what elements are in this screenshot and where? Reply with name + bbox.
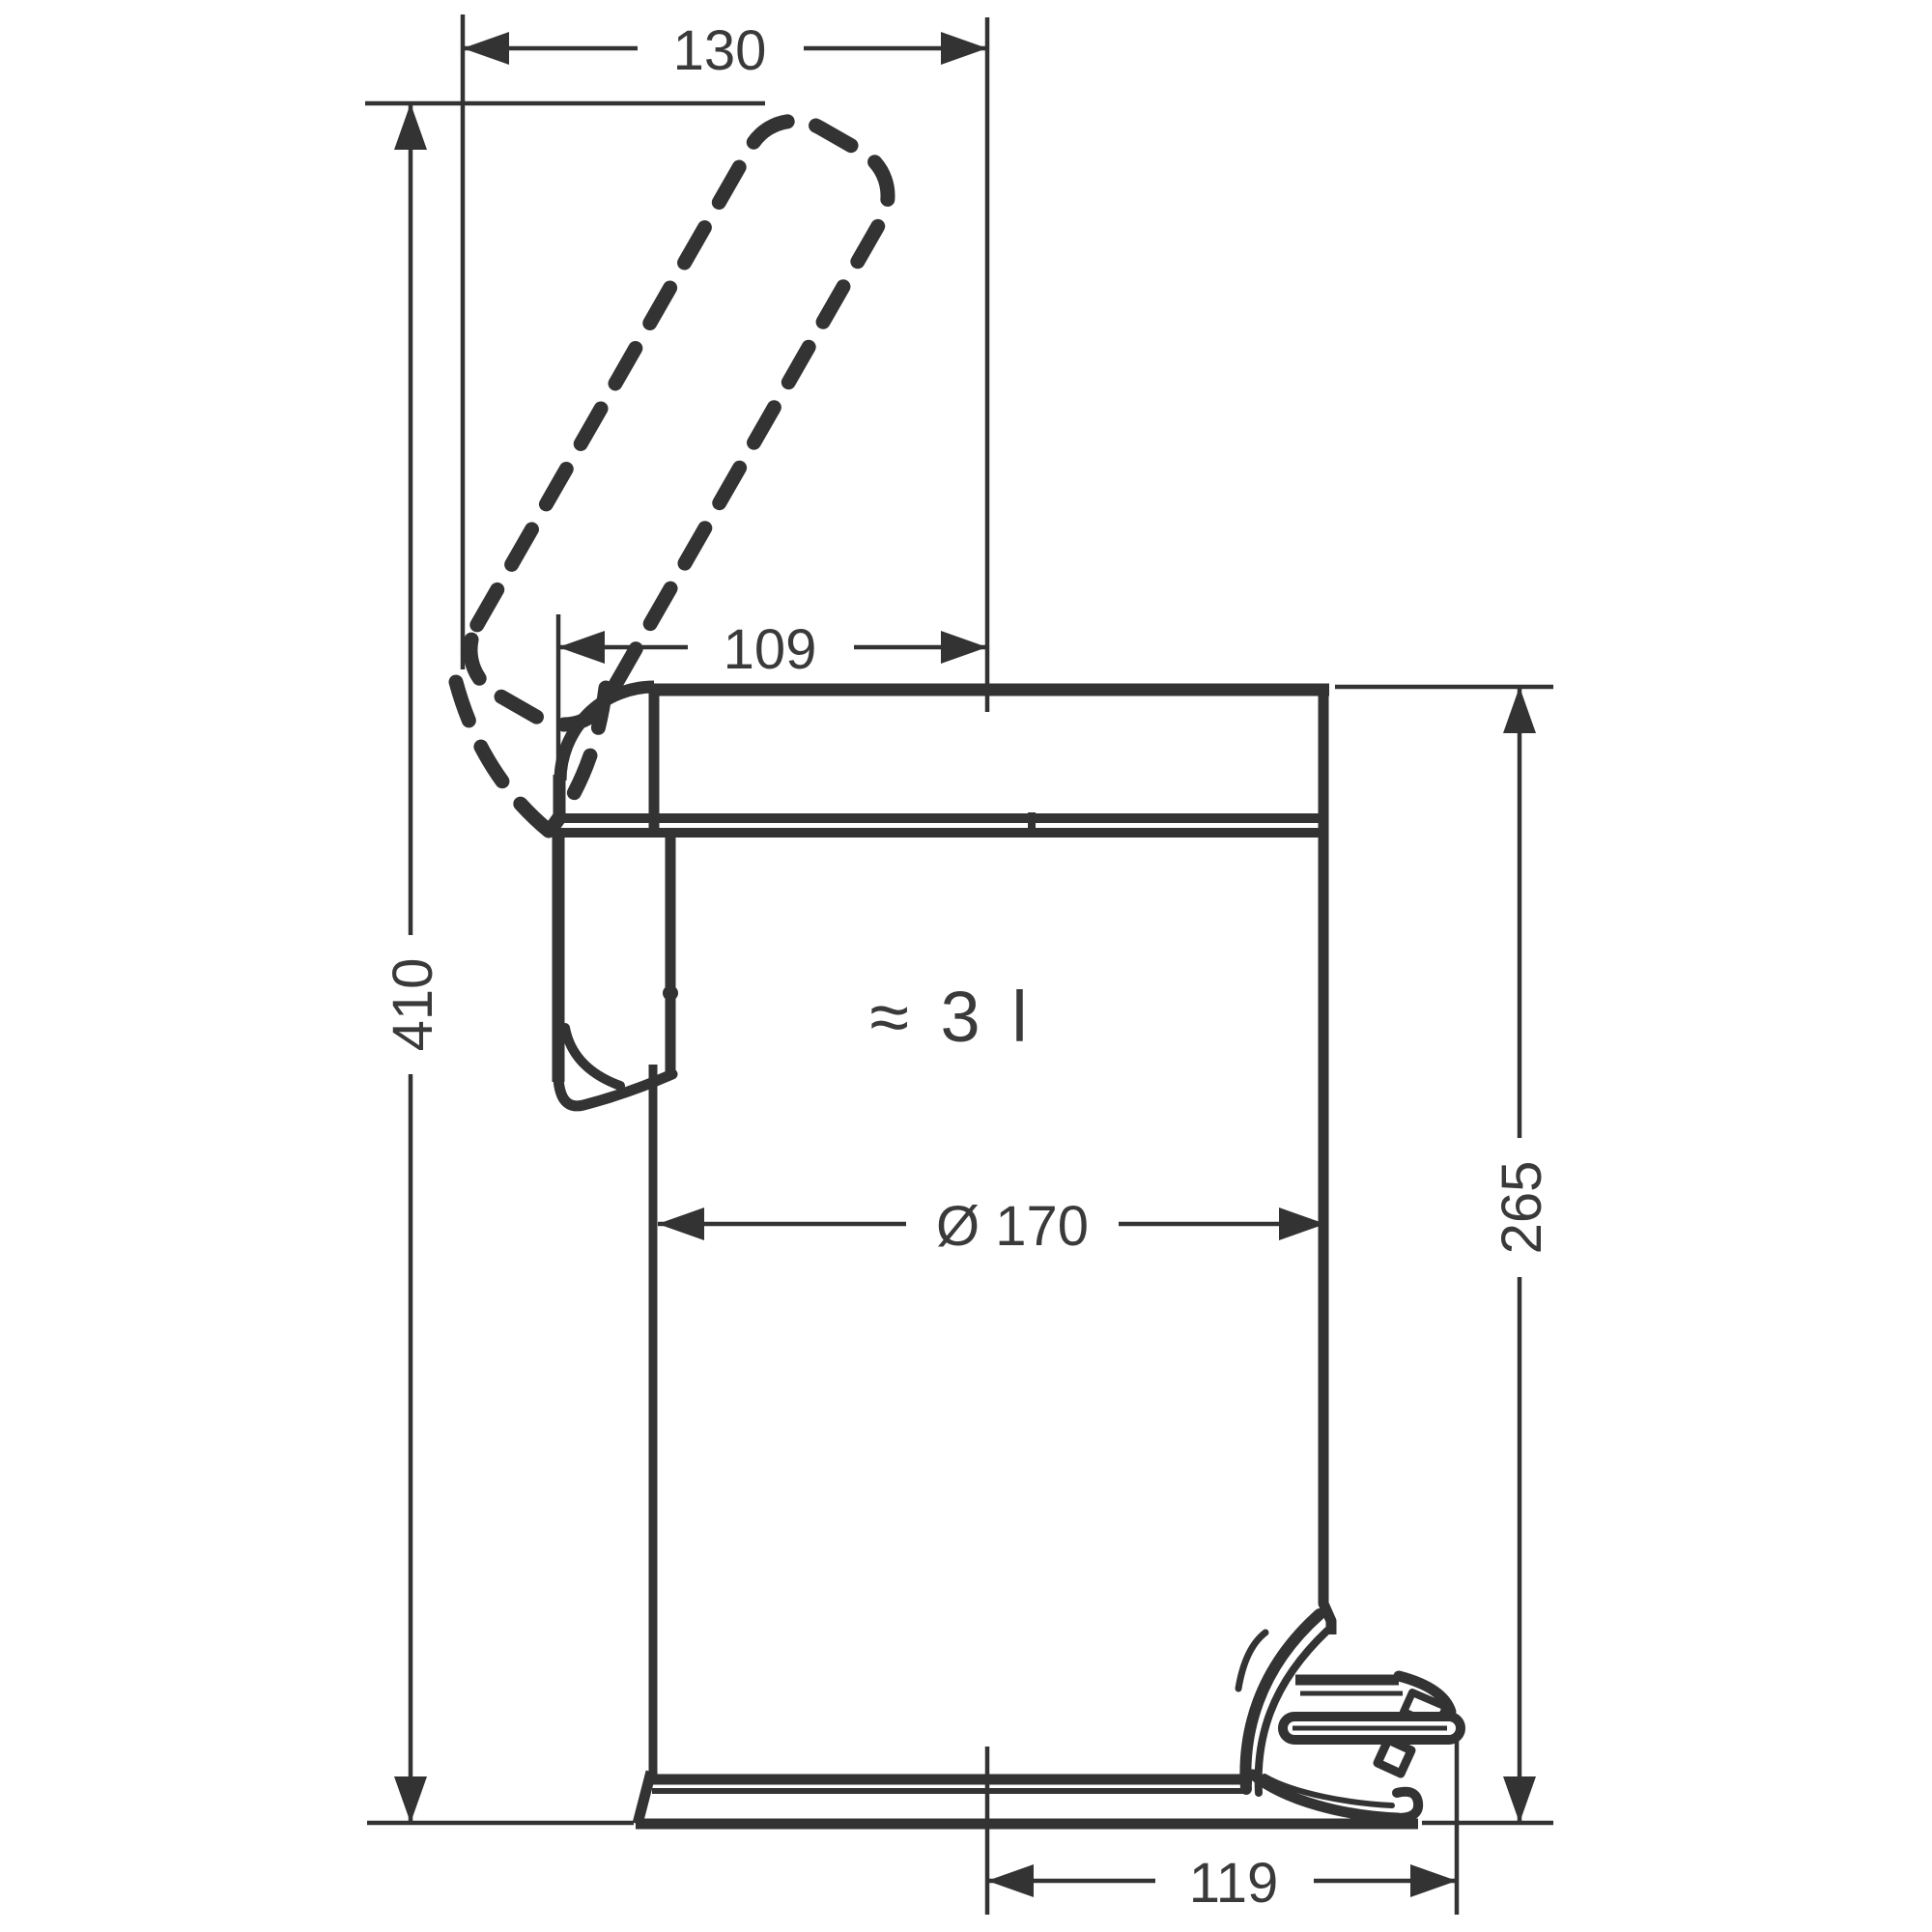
dimension-diameter-170: Ø 170 [658,1195,1325,1258]
lid-back-arc [554,680,655,781]
arrow-up-icon [1503,687,1536,733]
pedal-housing-rib [1235,1629,1269,1692]
bin-outline [553,680,1418,1830]
pedal-shoe-outer [1247,1769,1404,1824]
arrow-down-icon [1503,1776,1536,1823]
dim-label-109: 109 [724,618,817,681]
dim-label-265: 265 [1491,1161,1553,1255]
dim-label-410: 410 [382,958,444,1052]
hinge-bracket [552,831,678,1112]
pedal-housing-outer [1239,1608,1325,1795]
pedal-shoe-inner [1262,1774,1395,1808]
arrow-right-icon [1410,1864,1457,1897]
dimension-130: 130 [460,14,990,712]
bin-right-wall [1318,688,1337,1634]
pedal-shoe-toe [1392,1786,1424,1823]
bracket-bottom-outer [553,1068,678,1112]
arrow-right-icon [941,32,987,65]
pedal-under-detail [1373,1735,1416,1778]
dimensions-layer: 130 109 410 265 [365,14,1553,1915]
dimension-109: 109 [555,614,987,779]
open-lid-dashed [448,113,895,838]
dimension-410: 410 [365,100,765,1826]
arrow-left-icon [463,32,509,65]
open-lid-outline [463,113,895,732]
dimension-119: 119 [984,1739,1460,1915]
arrow-left-icon [987,1864,1034,1897]
lid-skirt-curve-left [448,674,556,838]
arrow-up-icon [394,103,427,150]
bracket-bottom-inner [560,1023,625,1091]
dimension-265: 265 [1335,684,1553,1826]
bracket-pin-dot [663,985,678,1001]
arrow-right-icon [941,631,987,664]
arrow-left-icon [558,631,605,664]
dim-label-119: 119 [1189,1852,1278,1915]
capacity-label: ≈ 3 l [869,977,1033,1057]
arrow-left-icon [658,1208,704,1240]
pedal-assembly [1235,1608,1465,1824]
arrow-down-icon [394,1776,427,1823]
dim-label-diameter: Ø 170 [936,1195,1089,1258]
dim-label-130: 130 [673,19,767,82]
